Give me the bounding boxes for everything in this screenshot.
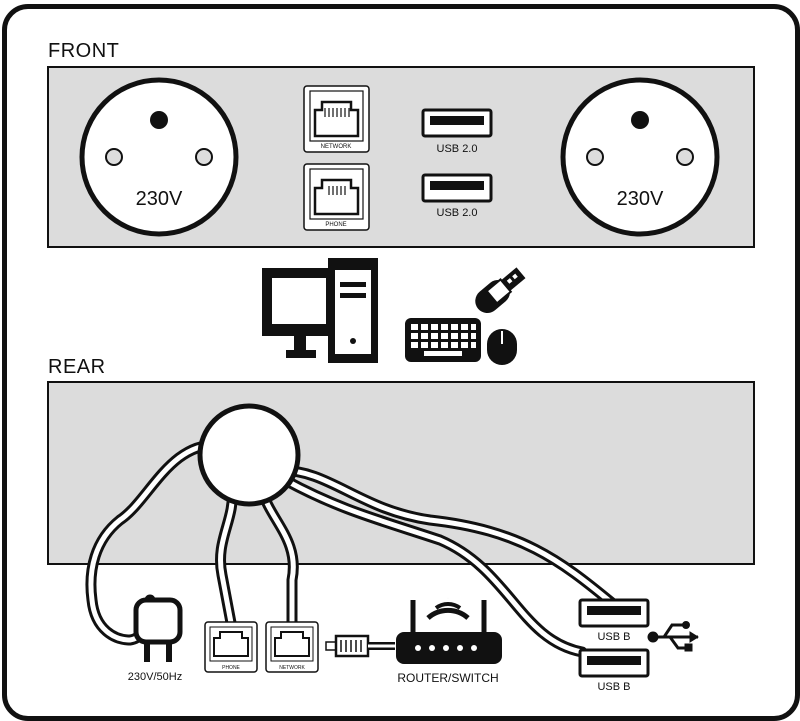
left-socket-label: 230V <box>136 188 183 210</box>
front-network-label: NETWORK <box>321 144 352 150</box>
router-icon: ROUTER/SWITCH <box>396 598 502 685</box>
cable-grommet <box>200 406 298 504</box>
front-network-jack: NETWORK <box>304 86 369 152</box>
rear-phone-jack: PHONE <box>205 622 257 672</box>
right-socket-label: 230V <box>617 188 664 210</box>
rear-phone-label: PHONE <box>222 665 240 671</box>
front-usb-port-bottom: USB 2.0 <box>423 175 491 219</box>
rear-network-jack: NETWORK <box>266 622 318 672</box>
router-label: ROUTER/SWITCH <box>397 671 498 685</box>
front-phone-jack: PHONE <box>304 164 369 230</box>
front-usb-bottom-label: USB 2.0 <box>437 207 478 219</box>
rear-usb-b-top-label: USB B <box>597 631 630 643</box>
computer-icon <box>262 258 378 363</box>
rear-network-label: NETWORK <box>279 665 305 671</box>
rear-usb-b-port-bottom: USB B <box>580 650 648 693</box>
usb-stick-icon <box>470 264 528 318</box>
front-usb-top-label: USB 2.0 <box>437 143 478 155</box>
rear-usb-b-port-top: USB B <box>580 600 648 643</box>
right-power-socket: 230V <box>563 80 717 234</box>
mouse-icon <box>487 329 517 365</box>
left-power-socket: 230V <box>82 80 236 234</box>
usb-symbol-icon <box>648 622 698 652</box>
rear-usb-b-bottom-label: USB B <box>597 681 630 693</box>
front-usb-port-top: USB 2.0 <box>423 110 491 155</box>
rear-power-label: 230V/50Hz <box>128 671 182 683</box>
front-phone-label: PHONE <box>325 222 346 228</box>
keyboard-icon <box>405 318 481 362</box>
rj45-connector-icon <box>326 636 395 656</box>
